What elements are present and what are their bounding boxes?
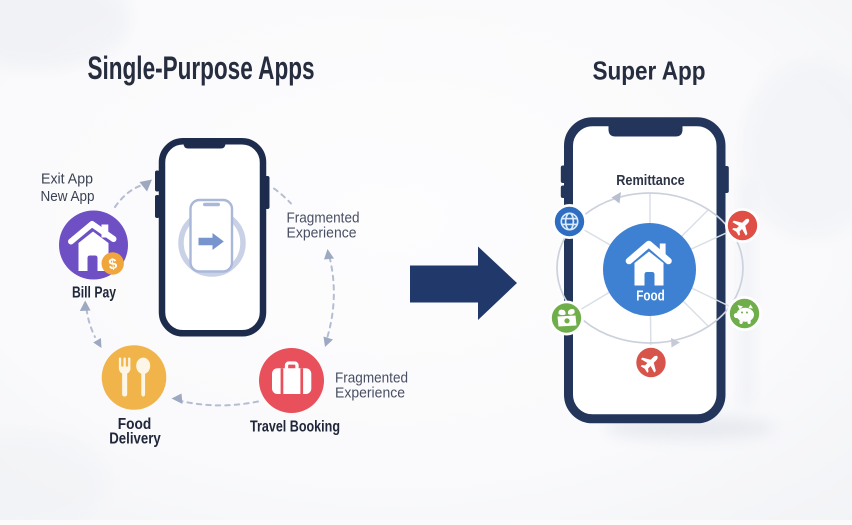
svg-text:Fragmented: Fragmented xyxy=(287,210,360,227)
svg-text:Exit App: Exit App xyxy=(41,172,93,188)
svg-text:Single-Purpose Apps: Single-Purpose Apps xyxy=(88,50,315,86)
svg-text:Remittance: Remittance xyxy=(616,172,685,189)
svg-text:New App: New App xyxy=(41,189,95,205)
svg-text:Bill Pay: Bill Pay xyxy=(72,285,116,302)
svg-text:$: $ xyxy=(108,255,119,273)
svg-text:Travel Booking: Travel Booking xyxy=(250,419,340,436)
svg-text:Delivery: Delivery xyxy=(109,431,161,448)
svg-text:Food: Food xyxy=(118,416,152,433)
svg-text:Experience: Experience xyxy=(287,225,357,242)
svg-text:Experience: Experience xyxy=(335,385,405,402)
svg-text:Food: Food xyxy=(636,289,665,305)
svg-text:Super App: Super App xyxy=(593,56,706,86)
svg-text:Fragmented: Fragmented xyxy=(335,370,408,387)
